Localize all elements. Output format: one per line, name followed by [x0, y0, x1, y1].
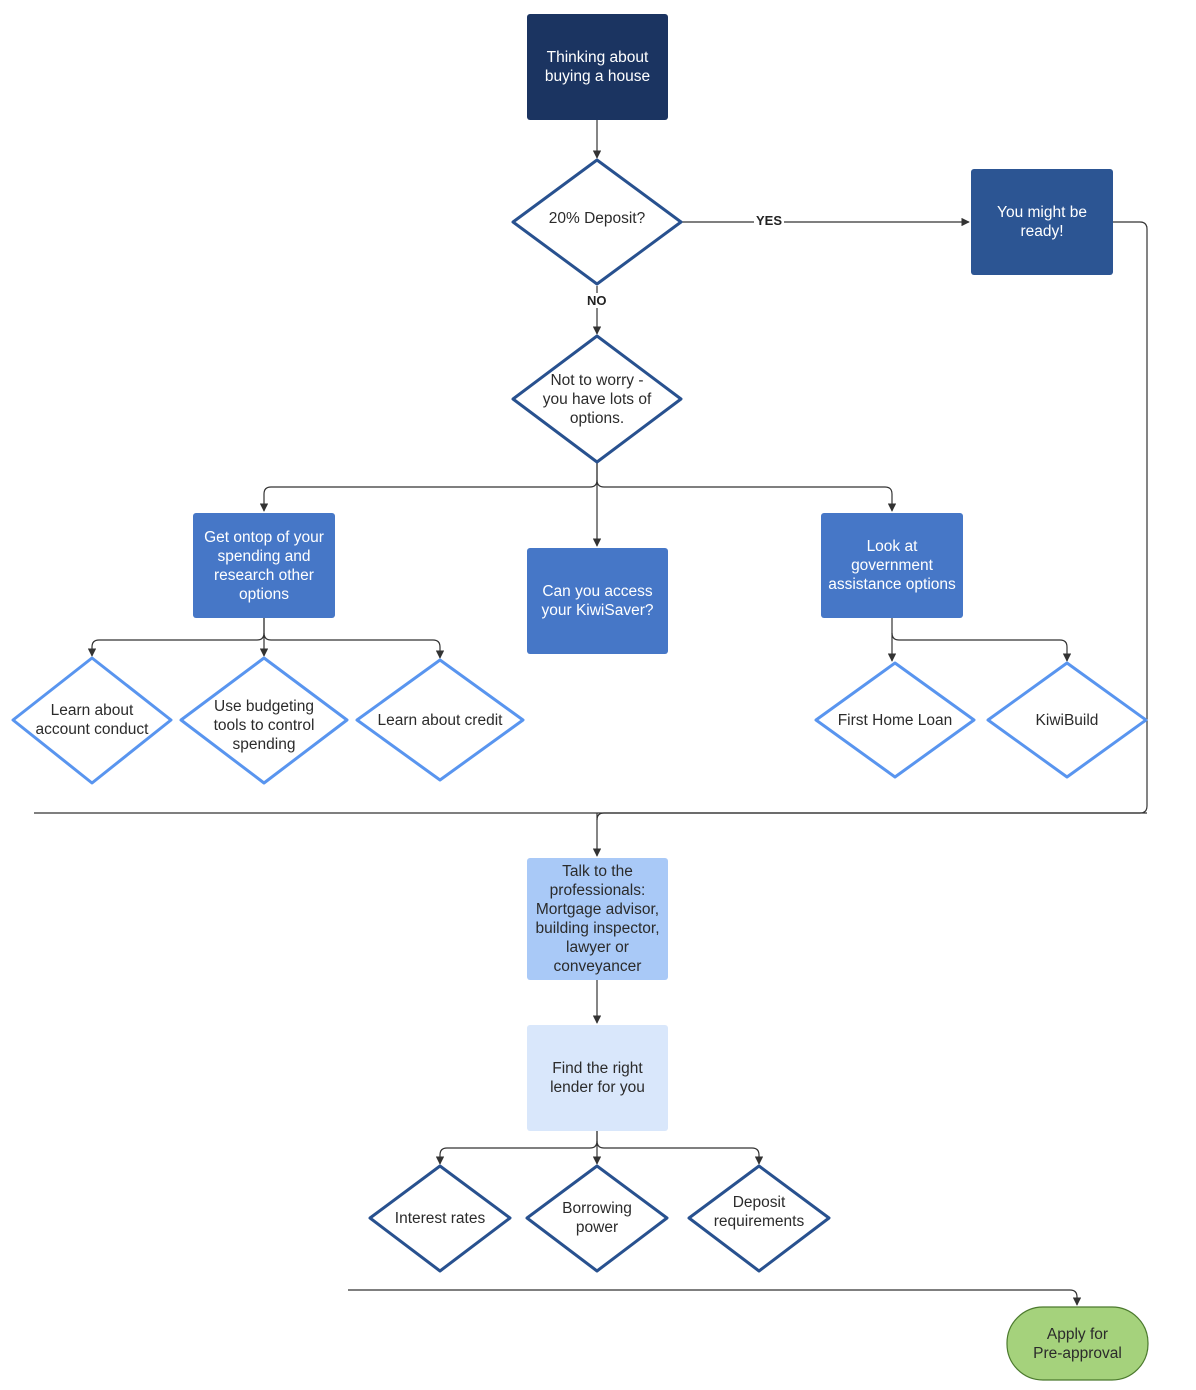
- kiwibuild-diamond: [986, 661, 1148, 779]
- edge-options-to-government: [596, 479, 897, 512]
- options-label: Not to worry - you have lots of options.: [542, 371, 652, 427]
- account-conduct-label: Learn about account conduct: [35, 702, 149, 738]
- deposit-decision-diamond: [511, 158, 683, 286]
- start-box: [527, 14, 668, 120]
- budgeting-tools-diamond: [179, 656, 349, 785]
- edge-spending-to-conduct: [87, 618, 265, 657]
- yes-edge-label: YES: [754, 213, 785, 228]
- edge-options-to-spending: [259, 462, 598, 512]
- borrowing-power-diamond: [525, 1164, 669, 1273]
- deposit-requirements-label: Deposit requirements: [713, 1194, 805, 1230]
- no-edge-label: NO: [585, 293, 609, 308]
- ready-label: You might be ready!: [997, 204, 1087, 240]
- edge-spending-to-credit: [263, 632, 445, 659]
- start-label: Thinking about buying a house: [544, 49, 651, 85]
- professionals-label: Talk to the professionals: Mortgage advi…: [535, 863, 660, 975]
- kiwisaver-label: Can you access your KiwiSaver?: [541, 583, 654, 619]
- edge-lender-to-interest: [435, 1131, 598, 1165]
- edge-government-to-kiwibuild: [891, 632, 1072, 662]
- kiwisaver-box: [527, 548, 668, 654]
- professionals-box: [527, 858, 668, 980]
- apply-label: Apply for Pre-approval: [1033, 1325, 1122, 1362]
- spending-label: Get ontop of your spending and research …: [204, 528, 324, 603]
- lender-box: [527, 1025, 668, 1131]
- edge-ready-to-merge: [596, 221, 1148, 821]
- interest-rates-label: Interest rates: [394, 1209, 486, 1227]
- deposit-requirements-diamond: [687, 1164, 831, 1273]
- ready-box: [971, 169, 1113, 275]
- government-box: [821, 513, 963, 618]
- deposit-decision-label: 20% Deposit?: [548, 209, 646, 227]
- credit-diamond: [355, 658, 525, 782]
- credit-label: Learn about credit: [377, 711, 503, 729]
- borrowing-power-label: Borrowing power: [562, 1200, 632, 1236]
- interest-rates-diamond: [368, 1164, 512, 1273]
- first-home-loan-diamond: [814, 661, 976, 779]
- spending-box: [193, 513, 335, 618]
- options-diamond: [511, 334, 683, 464]
- edge-lender-to-deposit-req: [596, 1140, 764, 1165]
- account-conduct-diamond: [11, 656, 173, 785]
- first-home-loan-label: First Home Loan: [837, 711, 953, 729]
- apply-terminal: [1006, 1306, 1149, 1381]
- lender-label: Find the right lender for you: [550, 1060, 645, 1096]
- budgeting-tools-label: Use budgeting tools to control spending: [213, 697, 315, 753]
- government-label: Look at government assistance options: [828, 538, 956, 593]
- edge-to-apply: [348, 1289, 1082, 1306]
- kiwibuild-label: KiwiBuild: [1035, 711, 1099, 729]
